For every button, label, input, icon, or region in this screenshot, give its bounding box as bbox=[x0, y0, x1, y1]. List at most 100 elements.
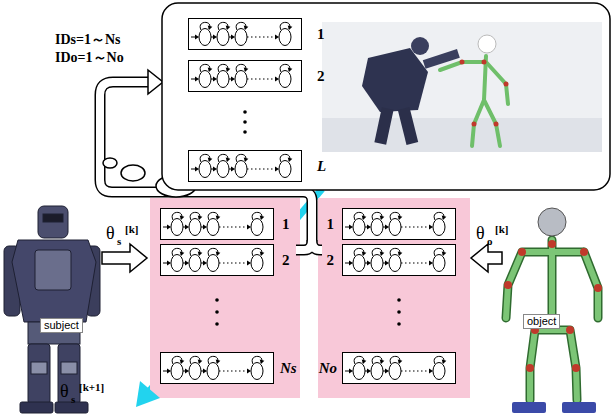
hmm-part bbox=[213, 77, 217, 82]
input-arrow bbox=[102, 244, 147, 272]
hmm-part bbox=[171, 363, 183, 380]
hmm-part bbox=[226, 158, 231, 162]
hmm-part bbox=[244, 26, 249, 30]
hmm-part bbox=[362, 252, 367, 256]
hmm-part bbox=[195, 77, 199, 82]
ellipsis-dots-part bbox=[215, 310, 219, 314]
input-arrow bbox=[471, 244, 502, 272]
hmm-part bbox=[401, 262, 430, 263]
annotation-label: s bbox=[71, 394, 75, 405]
hmm-part bbox=[371, 219, 383, 236]
hmm-part bbox=[367, 369, 371, 374]
hmm-box: 2 bbox=[160, 244, 274, 276]
object-robot-part bbox=[562, 402, 596, 413]
hmm-part bbox=[199, 161, 211, 178]
hmm-chain bbox=[189, 61, 301, 91]
annotation-label: θ bbox=[476, 224, 485, 242]
hmm-part bbox=[442, 216, 447, 220]
ellipsis-dots-part bbox=[243, 130, 247, 134]
model-number: No bbox=[319, 361, 337, 376]
hmm-part bbox=[235, 161, 247, 178]
hmm-part bbox=[203, 225, 207, 230]
hmm-part bbox=[231, 35, 235, 40]
fight-photo-part bbox=[374, 107, 393, 145]
hmm-part bbox=[208, 158, 213, 162]
subject-robot-part bbox=[43, 214, 63, 222]
hmm-part bbox=[231, 77, 235, 82]
hmm-part bbox=[195, 35, 199, 40]
hmm-box: 2 bbox=[188, 60, 302, 92]
hmm-part bbox=[385, 225, 389, 230]
hmm-part bbox=[244, 68, 249, 72]
object-robot-part-part bbox=[518, 248, 526, 256]
hmm-part bbox=[213, 167, 217, 172]
hmm-part bbox=[213, 35, 217, 40]
model-number: 1 bbox=[317, 27, 325, 42]
hmm-part bbox=[349, 261, 353, 266]
hmm-part bbox=[199, 71, 211, 88]
hmm-part bbox=[247, 36, 276, 37]
hmm-part bbox=[353, 255, 365, 272]
hmm-box: L bbox=[188, 150, 302, 182]
hmm-part bbox=[167, 369, 171, 374]
hmm-part bbox=[353, 363, 365, 380]
hmm-part bbox=[398, 252, 403, 256]
hmm-part bbox=[189, 219, 201, 236]
hmm-part bbox=[244, 158, 249, 162]
annotation-label: [k+1] bbox=[79, 382, 104, 393]
hmm-part bbox=[208, 68, 213, 72]
hmm-part bbox=[362, 216, 367, 220]
subject-robot-part bbox=[12, 240, 96, 322]
hmm-part bbox=[371, 363, 383, 380]
hmm-part bbox=[279, 71, 291, 88]
hmm-part bbox=[275, 35, 279, 40]
model-number: L bbox=[317, 159, 326, 174]
fight-photo-part bbox=[322, 118, 602, 152]
hmm-part bbox=[217, 71, 229, 88]
hmm-part bbox=[180, 252, 185, 256]
hmm-part bbox=[433, 363, 445, 380]
object-robot-part-part bbox=[506, 240, 598, 400]
fight-photo-part bbox=[440, 56, 508, 146]
hmm-part bbox=[380, 216, 385, 220]
hmm-part bbox=[167, 261, 171, 266]
hmm-chain bbox=[189, 151, 301, 181]
model-number: 1 bbox=[327, 217, 335, 232]
hmm-box: No bbox=[342, 352, 456, 384]
thought-bubble bbox=[103, 3, 610, 197]
hmm-part bbox=[380, 360, 385, 364]
subject-robot-part bbox=[61, 362, 77, 374]
fight-photo-part-part bbox=[484, 100, 500, 146]
object-robot-part-part bbox=[580, 248, 588, 256]
hmm-box: Ns bbox=[160, 352, 274, 384]
annotation-label: IDo=1～No bbox=[55, 51, 124, 65]
recall-pipe-part bbox=[312, 240, 322, 250]
hmm-part bbox=[226, 68, 231, 72]
object-robot-part bbox=[504, 240, 602, 372]
hmm-part bbox=[219, 226, 248, 227]
hmm-part bbox=[171, 219, 183, 236]
ellipsis-dots-part bbox=[243, 110, 247, 114]
object-robot-part bbox=[512, 402, 546, 413]
object-panel bbox=[318, 198, 470, 398]
ellipsis-dots-part bbox=[243, 120, 247, 124]
hmm-part bbox=[167, 225, 171, 230]
hmm-part bbox=[349, 225, 353, 230]
fight-photo-part bbox=[460, 60, 509, 127]
subject-robot-part bbox=[58, 344, 80, 404]
hmm-part bbox=[207, 255, 219, 272]
hmm-part bbox=[389, 219, 401, 236]
hmm-chain bbox=[161, 209, 273, 239]
fight-photo-part bbox=[322, 22, 602, 152]
annotation-label: IDs=1～Ns bbox=[55, 33, 121, 47]
hmm-part bbox=[380, 252, 385, 256]
hmm-part bbox=[207, 219, 219, 236]
hmm-part bbox=[219, 370, 248, 371]
hmm-part bbox=[185, 225, 189, 230]
thought-bubble-part bbox=[121, 165, 145, 181]
hmm-part bbox=[353, 219, 365, 236]
fight-photo-part-part bbox=[494, 122, 499, 127]
hmm-part bbox=[195, 167, 199, 172]
subject-robot-part bbox=[38, 206, 68, 238]
hmm-chain bbox=[161, 245, 273, 275]
